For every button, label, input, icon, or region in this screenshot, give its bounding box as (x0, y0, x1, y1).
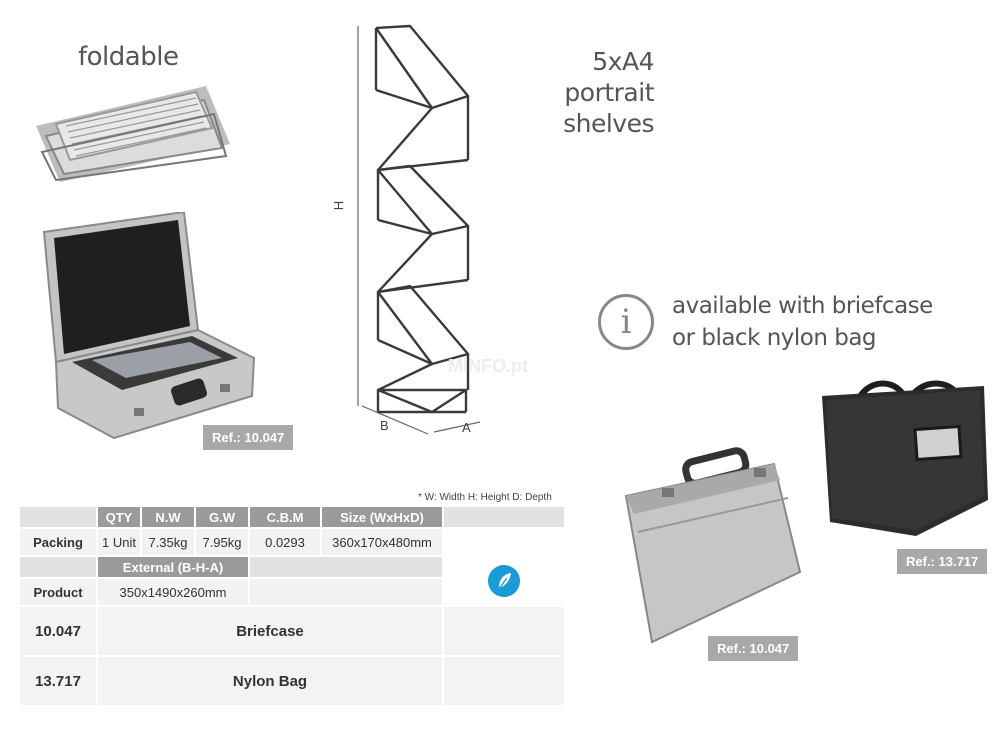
option-name-briefcase: Briefcase (98, 607, 442, 655)
packing-cbm: 0.0293 (250, 529, 320, 555)
dimension-footnote: * W: Width H: Height D: Depth (418, 492, 552, 503)
option-name-nylon: Nylon Bag (98, 657, 442, 705)
nylon-bag-image (822, 380, 988, 536)
packing-label: Packing (20, 529, 96, 555)
shelves-line-3: shelves (563, 109, 654, 138)
header-cbm: C.B.M (250, 507, 320, 527)
header-nw: N.W (142, 507, 194, 527)
closed-briefcase-image (624, 447, 802, 644)
availability-text: available with briefcase or black nylon … (672, 290, 933, 354)
packing-size: 360x170x480mm (322, 529, 442, 555)
shelves-line-2: portrait (564, 78, 654, 107)
availability-line-2: or black nylon bag (672, 325, 877, 351)
foldable-label: foldable (78, 42, 179, 72)
packing-qty: 1 Unit (98, 529, 140, 555)
spec-table: QTY N.W G.W C.B.M Size (WxHxD) Packing 1… (18, 505, 566, 707)
info-glyph: i (620, 302, 632, 342)
external-header-row: External (B-H-A) (20, 557, 564, 605)
product-label: Product (20, 579, 96, 605)
option-row-nylon: 13.717 Nylon Bag (20, 657, 564, 705)
ref-badge-bag: Ref.: 13.717 (897, 549, 988, 574)
info-icon: i (598, 294, 654, 350)
literature-stand-diagram (357, 24, 481, 435)
option-ref-briefcase: 10.047 (20, 607, 96, 655)
shelves-label: 5xA4 portrait shelves (540, 46, 654, 139)
dimension-b-label: B (380, 418, 389, 433)
shelves-line-1: 5xA4 (592, 47, 654, 76)
option-row-briefcase: 10.047 Briefcase (20, 607, 564, 655)
table-header-row: QTY N.W G.W C.B.M Size (WxHxD) (20, 507, 564, 527)
product-row: Product 350x1490x260mm (20, 579, 564, 605)
option-ref-nylon: 13.717 (20, 657, 96, 705)
packing-row: Packing 1 Unit 7.35kg 7.95kg 0.0293 360x… (20, 529, 564, 555)
open-briefcase-image (42, 212, 256, 440)
dimension-a-label: A (462, 420, 471, 435)
packing-nw: 7.35kg (142, 529, 194, 555)
folded-stands-image (36, 86, 230, 182)
ref-badge-case-bottom: Ref.: 10.047 (708, 636, 799, 661)
packing-gw: 7.95kg (196, 529, 248, 555)
dimension-h-label: H (331, 200, 347, 211)
header-qty: QTY (98, 507, 140, 527)
header-size: Size (WxHxD) (322, 507, 442, 527)
product-external: 350x1490x260mm (98, 579, 248, 605)
header-gw: G.W (196, 507, 248, 527)
leaf-icon (488, 565, 520, 597)
ref-badge-case-left: Ref.: 10.047 (203, 425, 294, 450)
watermark: MINFO.pt (448, 356, 528, 376)
header-external: External (B-H-A) (98, 557, 248, 577)
availability-line-1: available with briefcase (672, 293, 933, 319)
